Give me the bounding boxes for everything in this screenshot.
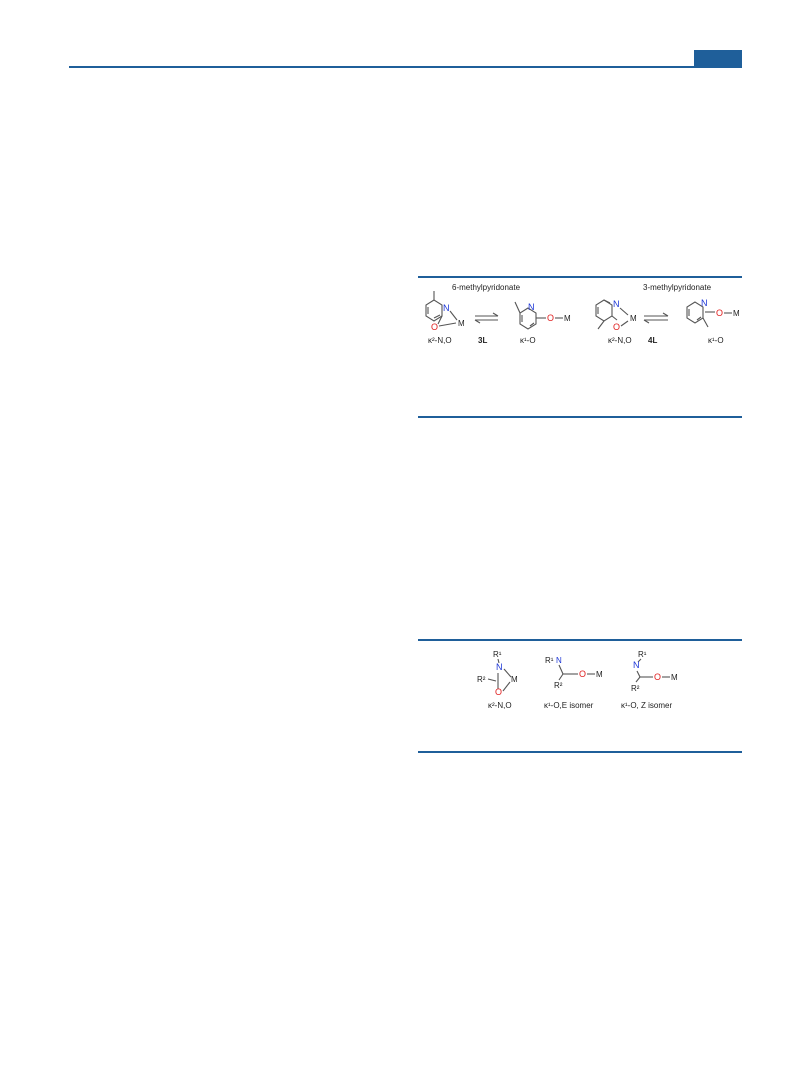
structure-amidate-e-isomer: R¹ N O M R² κ¹-O,E isomer — [544, 656, 603, 710]
scheme1-figure: 6-methylpyridonate 3-methylpyridonate N … — [425, 283, 740, 345]
header-rule — [69, 66, 742, 68]
svg-text:N: N — [496, 662, 503, 672]
label-kappa2: κ²-N,O — [488, 701, 512, 710]
compound-3l: 3L — [478, 336, 487, 345]
svg-text:O: O — [579, 669, 586, 679]
svg-text:N: N — [613, 299, 620, 309]
svg-text:R¹: R¹ — [638, 650, 647, 659]
svg-text:M: M — [596, 670, 603, 679]
scheme2-top-rule — [418, 639, 742, 641]
structure-amidate-kappa2: R¹ N R² O M κ²-N,O — [477, 650, 518, 710]
svg-text:R²: R² — [631, 684, 640, 693]
label-kappa2-left: κ²-N,O — [428, 336, 452, 345]
svg-text:R¹: R¹ — [545, 656, 554, 665]
compound-4l: 4L — [648, 336, 657, 345]
label-z-isomer: κ¹-O, Z isomer — [621, 701, 672, 710]
svg-text:M: M — [630, 314, 637, 323]
svg-text:M: M — [733, 309, 740, 318]
svg-text:R²: R² — [554, 681, 563, 690]
header-tab — [694, 50, 742, 66]
atom-m: M — [458, 319, 465, 328]
svg-text:O: O — [654, 672, 661, 682]
atom-n: N — [443, 303, 450, 313]
svg-text:R¹: R¹ — [493, 650, 502, 659]
svg-text:O: O — [613, 322, 620, 332]
scheme1-bottom-rule — [418, 416, 742, 418]
svg-text:M: M — [511, 675, 518, 684]
svg-text:N: N — [556, 656, 562, 665]
svg-text:O: O — [547, 313, 554, 323]
scheme2-figure: R¹ N R² O M κ²-N,O R¹ N O M R² κ¹-O,E is… — [477, 650, 678, 710]
label-kappa1-right: κ¹-O — [708, 336, 724, 345]
scheme1-title-left: 6-methylpyridonate — [452, 283, 521, 292]
label-kappa1-left: κ¹-O — [520, 336, 536, 345]
svg-text:O: O — [716, 308, 723, 318]
svg-text:N: N — [528, 302, 535, 312]
structure-6me-kappa2: N O M κ²-N,O — [425, 291, 465, 345]
equilibrium-arrow-left — [474, 312, 499, 324]
svg-text:R²: R² — [477, 675, 486, 684]
svg-text:O: O — [495, 687, 502, 697]
svg-text:N: N — [633, 660, 640, 670]
svg-text:N: N — [701, 298, 708, 308]
scheme2-bottom-rule — [418, 751, 742, 753]
scheme1-top-rule — [418, 276, 742, 278]
structure-3me-kappa2: N O M κ²-N,O — [595, 299, 637, 345]
structure-3me-kappa1: N O M κ¹-O — [686, 298, 740, 345]
structure-amidate-z-isomer: R¹ N O M R² κ¹-O, Z isomer — [621, 650, 678, 710]
equilibrium-arrow-right — [643, 312, 669, 324]
atom-o: O — [431, 322, 438, 332]
scheme1-title-right: 3-methylpyridonate — [643, 283, 712, 292]
svg-text:M: M — [564, 314, 571, 323]
structure-6me-kappa1: N O M κ¹-O — [514, 301, 571, 345]
svg-text:M: M — [671, 673, 678, 682]
label-e-isomer: κ¹-O,E isomer — [544, 701, 594, 710]
label-kappa2-right: κ²-N,O — [608, 336, 632, 345]
